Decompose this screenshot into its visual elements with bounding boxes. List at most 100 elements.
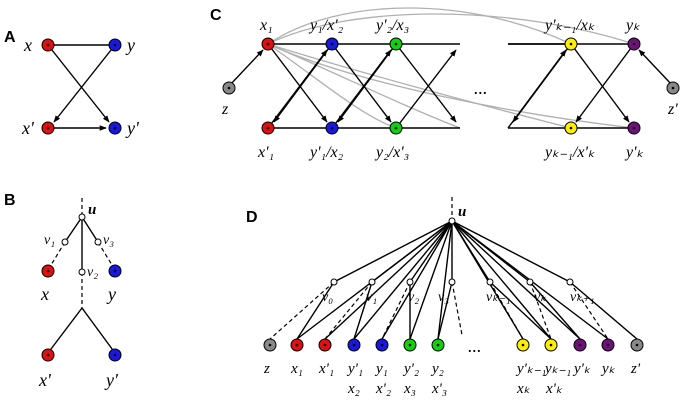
label-d-v1: v₁	[366, 290, 377, 305]
label-b-y: y	[106, 284, 116, 304]
label-c-ykm1xkp: yₖ₋₁/x'ₖ	[543, 144, 595, 161]
node-dot	[671, 86, 675, 90]
node-c-y1px2	[325, 121, 339, 135]
label-b-yp: y'	[104, 370, 119, 390]
label-c-y1px2: y'₁/x₂	[308, 144, 344, 161]
node-a-x	[41, 38, 55, 52]
d-leaf-label-0: z	[263, 361, 270, 377]
b-edge-u-v3	[81, 216, 99, 243]
d-edge-u-leaf-6	[437, 220, 453, 340]
c-edge-y1x2p-y2x3p	[331, 43, 392, 123]
d-edge-v3-leaf-1	[451, 281, 463, 336]
label-c-ykm1px: y'ₖ₋₁/xₖ	[543, 17, 595, 34]
b-edge-split-xp	[47, 307, 83, 354]
node-dot	[266, 42, 270, 46]
node-a-y	[108, 38, 122, 52]
d-edge-u-leaf-2	[324, 220, 453, 340]
node-b-y	[108, 264, 122, 278]
label-c-ykp: y'ₖ	[624, 144, 644, 161]
node-c-y2px3	[389, 37, 403, 51]
d-leaf-label-8: yₖ₋₁	[543, 361, 571, 377]
tree-d	[263, 197, 644, 352]
d-leaf-dot-9	[578, 343, 582, 347]
node-dot	[330, 126, 334, 130]
c-dots: ...	[474, 78, 488, 98]
c-edge-y2px3-y1px2	[337, 43, 397, 123]
edge-y-xp	[53, 44, 116, 123]
node-dot	[632, 126, 636, 130]
d-leaf-dot-4	[380, 343, 384, 347]
d-leaf-label-11: z'	[630, 361, 641, 377]
label-c-y2px3: y'₂/x₃	[374, 17, 409, 34]
node-b-xp	[41, 348, 55, 362]
d-leaf-dot-0	[268, 343, 272, 347]
c-edge-ykm1px-ykp	[570, 43, 630, 123]
label-d-v3: v₃	[438, 290, 449, 305]
node-c-z	[222, 81, 236, 95]
d-edge-u-v6	[451, 220, 571, 283]
d-edge-v1-leaf-0	[324, 281, 373, 340]
label-a-x: x	[23, 35, 32, 55]
node-c-y2x3p	[389, 121, 403, 135]
node-dot	[227, 86, 231, 90]
node-c-zp	[666, 81, 680, 95]
d-edge-v5-leaf-1	[529, 281, 581, 340]
node-dot	[569, 126, 573, 130]
d-node-v3	[448, 278, 456, 286]
node-dot	[330, 42, 334, 46]
label-c-yk: yₖ	[624, 17, 640, 34]
node-c-y1x2p	[325, 37, 339, 51]
label-c-zp: z'	[667, 101, 678, 118]
d-node-v2	[406, 278, 414, 286]
node-dot	[113, 269, 117, 273]
d-edge-u-leaf-3	[353, 220, 453, 340]
d-leaf-label2-2: x₃	[403, 381, 416, 397]
panel-label-b: B	[4, 192, 16, 209]
gray-edge-4	[267, 43, 635, 129]
b-node-u	[78, 213, 86, 221]
d-dots: ...	[468, 336, 482, 356]
d-leaf-dot-10	[606, 343, 610, 347]
d-edge-v4-leaf-1	[489, 281, 552, 340]
label-c-y1x2p: y₁/x'₂	[308, 17, 344, 34]
label-c-x1p: x'₁	[257, 144, 274, 161]
b-edge-split-yp	[81, 307, 116, 354]
d-leaf-label-10: yₖ	[600, 361, 616, 377]
d-edge-u-v0	[333, 220, 453, 283]
d-node-v6	[566, 278, 574, 286]
d-leaf-dot-7	[521, 343, 525, 347]
b-edge-v3-y	[97, 241, 116, 271]
gray-edge-3	[267, 43, 572, 129]
panel-label-c: C	[210, 7, 222, 24]
node-a-yp	[108, 121, 122, 135]
node-c-ykm1xkp	[564, 121, 578, 135]
d-leaf-label2-4: xₖ	[516, 381, 531, 397]
d-edge-v5-leaf-0	[529, 281, 552, 340]
node-dot	[113, 353, 117, 357]
node-dot	[632, 42, 636, 46]
node-dot	[394, 42, 398, 46]
c-edge-x1-y1p	[267, 43, 328, 123]
b-edge-u-v1	[64, 216, 83, 243]
panel-label-d: D	[246, 209, 258, 226]
d-leaf-label2-0: x₂	[347, 381, 360, 397]
c-edge-y2x3p-right	[395, 49, 457, 129]
label-d-vkp1: vₖ₊₁	[570, 290, 594, 305]
node-dot	[113, 126, 117, 130]
d-leaf-label-3: y'₁	[346, 361, 363, 377]
label-d-u: u	[458, 204, 466, 220]
d-edge-u-leaf-5	[409, 220, 453, 340]
gray-edge-1	[267, 7, 572, 45]
label-c-z: z	[221, 101, 229, 118]
node-dot	[569, 42, 573, 46]
d-leaf-label-2: x'₁	[318, 361, 334, 377]
label-d-vkm1: vₖ₋₁	[486, 290, 510, 305]
d-leaf-dot-8	[549, 343, 553, 347]
d-edge-v0-leaf-1	[296, 281, 335, 340]
label-c-y2x3p: y₂/x'₃	[374, 144, 409, 161]
node-dot	[113, 43, 117, 47]
label-d-v2: v₂	[408, 290, 419, 305]
label-c-x1: x₁	[259, 17, 273, 34]
